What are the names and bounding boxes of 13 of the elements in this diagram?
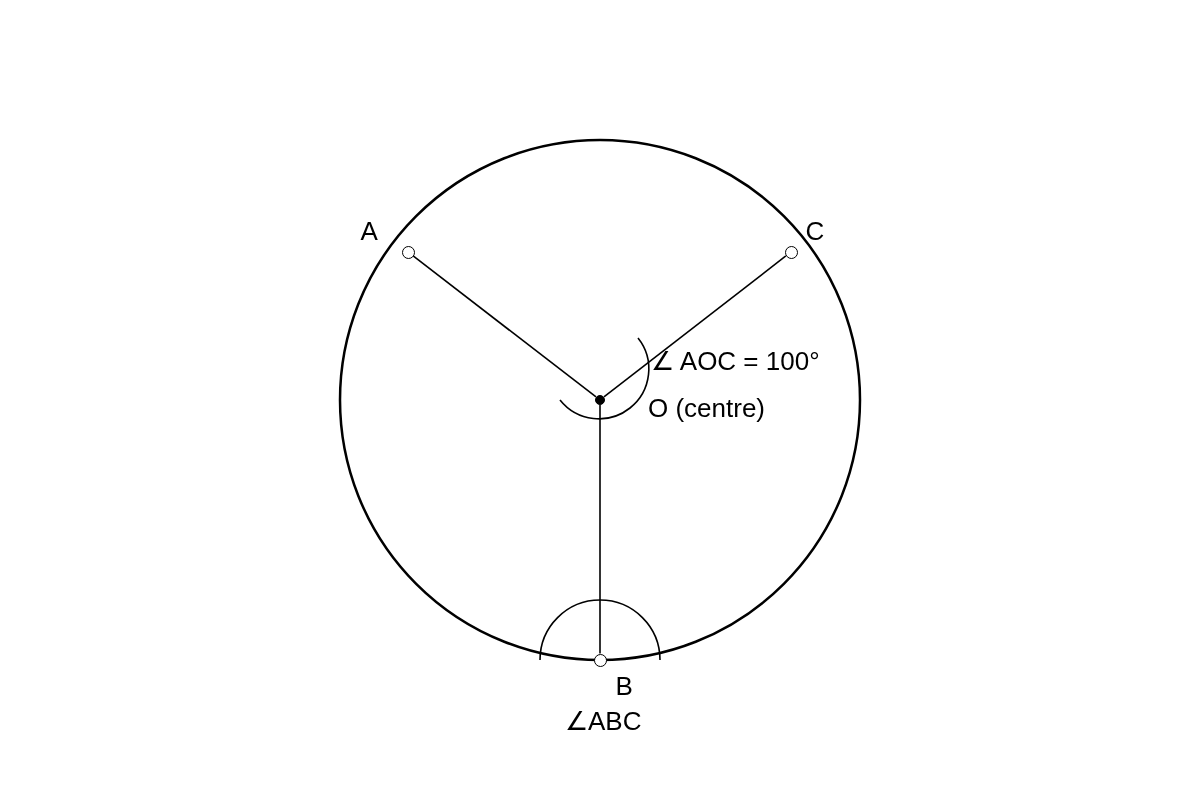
line-segment <box>412 255 597 398</box>
point-marker <box>593 653 607 667</box>
line-segment <box>603 255 787 398</box>
point-label: C <box>805 216 825 246</box>
centre-point <box>595 395 605 405</box>
angle-label: ∠ AOC = 100° <box>651 346 820 376</box>
point-marker <box>401 245 415 259</box>
point-marker <box>784 245 798 259</box>
angle-label: ∠ABC <box>565 706 642 736</box>
point-label: O (centre) <box>648 393 766 423</box>
point-label: A <box>360 216 378 246</box>
line-segment <box>599 404 601 655</box>
point-label: B <box>615 671 633 701</box>
